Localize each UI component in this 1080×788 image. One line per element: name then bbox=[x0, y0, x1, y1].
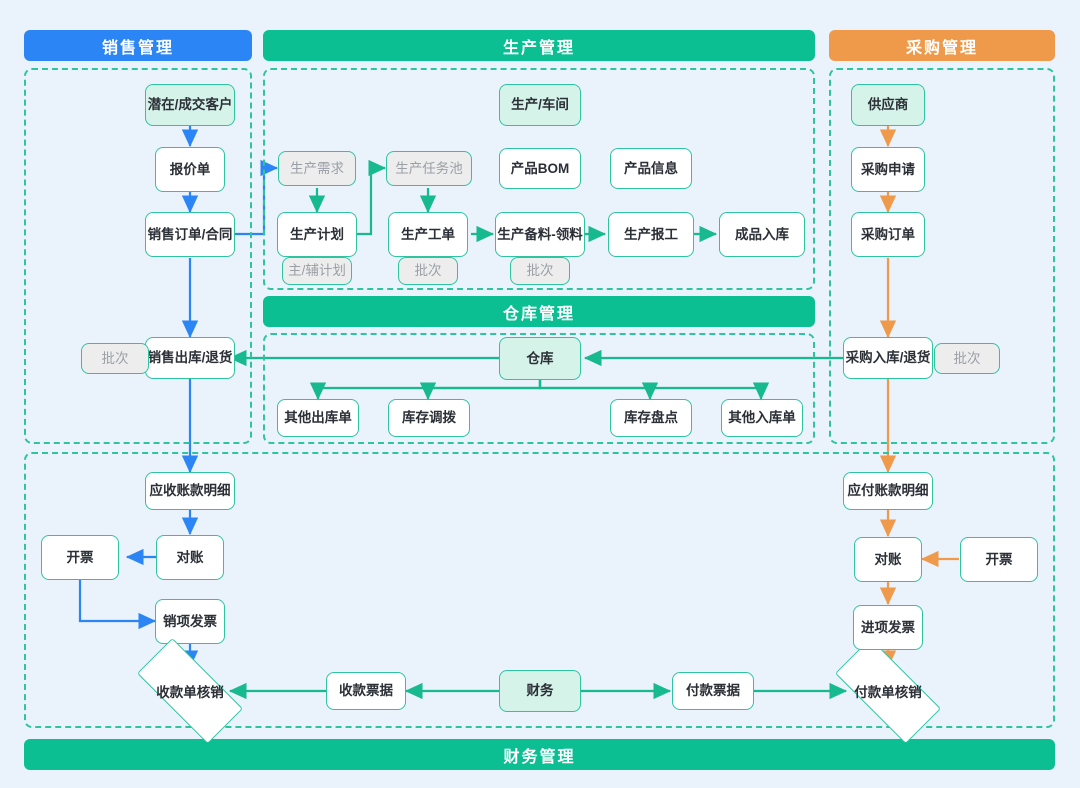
node-sales-outbound-batch-tag: 批次 bbox=[81, 343, 149, 374]
section-title-finance: 财务管理 bbox=[24, 739, 1055, 770]
node-purchase-inbound[interactable]: 采购入库/退货 bbox=[843, 337, 933, 379]
node-ar-detail[interactable]: 应收账款明细 bbox=[145, 472, 235, 510]
group-production bbox=[263, 68, 815, 290]
section-title-warehouse: 仓库管理 bbox=[263, 296, 815, 327]
node-inventory-stocktake[interactable]: 库存盘点 bbox=[610, 399, 692, 437]
node-production-material-prepare[interactable]: 生产备料-领料 bbox=[495, 212, 585, 257]
group-sales bbox=[24, 68, 252, 444]
node-warehouse-hub[interactable]: 仓库 bbox=[499, 337, 581, 380]
node-production-report[interactable]: 生产报工 bbox=[608, 212, 694, 257]
node-supplier[interactable]: 供应商 bbox=[851, 84, 925, 126]
node-other-inbound[interactable]: 其他入库单 bbox=[721, 399, 803, 437]
node-quotation[interactable]: 报价单 bbox=[155, 147, 225, 192]
node-product-info[interactable]: 产品信息 bbox=[610, 148, 692, 189]
node-ar-invoicing[interactable]: 开票 bbox=[41, 535, 119, 580]
group-purchase bbox=[829, 68, 1055, 444]
node-payment-writeoff-label: 付款单核销 bbox=[854, 685, 922, 700]
node-finance-hub[interactable]: 财务 bbox=[499, 670, 581, 712]
node-ap-reconciliation[interactable]: 对账 bbox=[854, 537, 922, 582]
node-inventory-transfer[interactable]: 库存调拨 bbox=[388, 399, 470, 437]
node-purchase-requisition[interactable]: 采购申请 bbox=[851, 147, 925, 192]
node-product-bom[interactable]: 产品BOM bbox=[499, 148, 581, 189]
node-purchase-inbound-batch-tag: 批次 bbox=[934, 343, 1000, 374]
section-title-production: 生产管理 bbox=[263, 30, 815, 61]
group-warehouse bbox=[263, 333, 815, 444]
node-receipt-writeoff-label: 收款单核销 bbox=[156, 685, 224, 700]
node-payment-voucher[interactable]: 付款票据 bbox=[672, 672, 754, 710]
node-production-workshop[interactable]: 生产/车间 bbox=[499, 84, 581, 126]
node-production-plan[interactable]: 生产计划 bbox=[277, 212, 357, 257]
node-sales-order[interactable]: 销售订单/合同 bbox=[145, 212, 235, 257]
node-production-material-prepare-tag: 批次 bbox=[510, 257, 570, 285]
node-production-work-order[interactable]: 生产工单 bbox=[388, 212, 468, 257]
group-finance bbox=[24, 452, 1055, 728]
node-production-demand[interactable]: 生产需求 bbox=[278, 151, 356, 186]
node-finished-goods-inbound[interactable]: 成品入库 bbox=[719, 212, 805, 257]
section-title-purchase: 采购管理 bbox=[829, 30, 1055, 61]
node-production-task-pool[interactable]: 生产任务池 bbox=[386, 151, 472, 186]
node-production-plan-tag: 主/辅计划 bbox=[282, 257, 352, 285]
node-output-invoice[interactable]: 销项发票 bbox=[155, 599, 225, 644]
node-other-outbound[interactable]: 其他出库单 bbox=[277, 399, 359, 437]
node-receipt-writeoff[interactable]: 收款单核销 bbox=[136, 637, 244, 745]
node-purchase-order[interactable]: 采购订单 bbox=[851, 212, 925, 257]
node-payment-writeoff[interactable]: 付款单核销 bbox=[834, 637, 942, 745]
node-sales-outbound[interactable]: 销售出库/退货 bbox=[145, 337, 235, 379]
node-ar-reconciliation[interactable]: 对账 bbox=[156, 535, 224, 580]
node-potential-customer[interactable]: 潜在/成交客户 bbox=[145, 84, 235, 126]
node-production-work-order-tag: 批次 bbox=[398, 257, 458, 285]
node-receipt-voucher[interactable]: 收款票据 bbox=[326, 672, 406, 710]
node-ap-detail[interactable]: 应付账款明细 bbox=[843, 472, 933, 510]
section-title-sales: 销售管理 bbox=[24, 30, 252, 61]
node-input-invoice[interactable]: 进项发票 bbox=[853, 605, 923, 650]
node-ap-invoicing[interactable]: 开票 bbox=[960, 537, 1038, 582]
